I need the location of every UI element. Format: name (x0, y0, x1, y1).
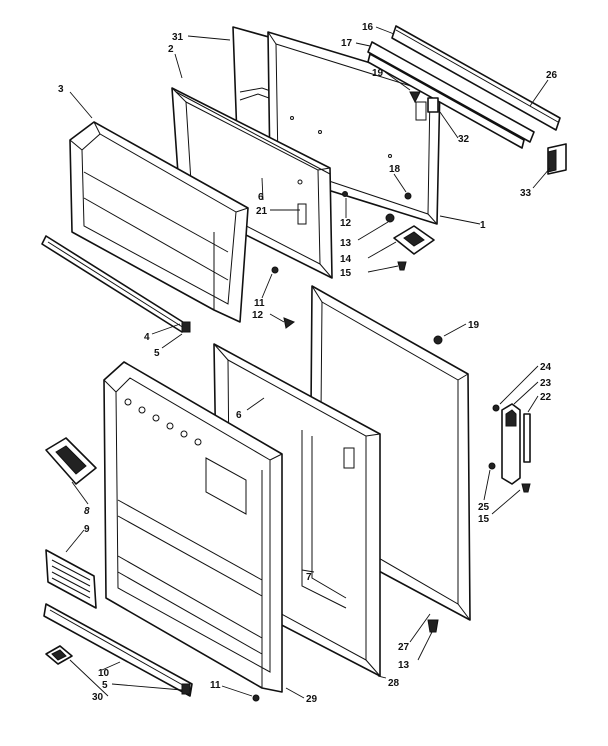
callout-6-lower: 6 (236, 410, 242, 421)
callout-11-lower: 11 (210, 680, 221, 691)
callout-31: 31 (172, 32, 184, 43)
callout-19-lower: 19 (468, 320, 480, 331)
part-18-screw (404, 192, 412, 200)
part-12-screw-mid (283, 317, 296, 329)
callout-labels: 31 2 3 16 17 19 26 32 18 33 1 6 21 12 13… (58, 22, 558, 705)
callout-12-mid: 12 (252, 310, 264, 321)
part-8-shelf-tray (45, 437, 97, 485)
part-33-end-cap (547, 143, 567, 175)
callout-17: 17 (341, 38, 353, 49)
callout-23: 23 (540, 378, 552, 389)
callout-7: 7 (306, 572, 312, 583)
callout-14: 14 (340, 254, 352, 265)
callout-19-upper: 19 (372, 68, 384, 79)
part-5-hinge-lower (181, 683, 191, 695)
callout-22: 22 (540, 392, 552, 403)
part-23-handle-bracket (501, 403, 521, 485)
callout-8: 8 (84, 506, 90, 517)
callout-30: 30 (92, 692, 104, 703)
part-32-bracket (427, 97, 439, 113)
callout-15-upper: 15 (340, 268, 352, 279)
callout-1: 1 (480, 220, 486, 231)
part-29-fresh-food-inner-panel (103, 361, 283, 693)
part-13-hinge-pin-lower (427, 619, 439, 633)
callout-3: 3 (58, 84, 64, 95)
part-9-grille-cover (45, 549, 97, 609)
callout-10: 10 (98, 668, 110, 679)
part-11-screw-upper (271, 266, 279, 274)
callout-2: 2 (168, 44, 174, 55)
part-15-screw-upper (397, 261, 407, 271)
part-25-screw (488, 462, 496, 470)
callout-26: 26 (546, 70, 558, 81)
part-11-screw-lower (252, 694, 260, 702)
callout-21: 21 (256, 206, 268, 217)
part-26-trim-strip (367, 25, 561, 149)
part-30-cap (45, 645, 73, 665)
part-22-handle (523, 413, 531, 463)
part-10-bottom-grille (43, 603, 193, 697)
part-14-hinge-block (393, 225, 435, 255)
part-12-screw-upper (342, 191, 348, 197)
callout-27: 27 (398, 642, 410, 653)
part-7-inner-liner-frame (301, 430, 347, 609)
part-5-hinge-upper (181, 321, 191, 333)
callout-13-upper: 13 (340, 238, 352, 249)
callout-13-lower: 13 (398, 660, 410, 671)
callout-11-upper: 11 (254, 298, 265, 309)
callout-25: 25 (478, 502, 490, 513)
callout-29: 29 (306, 694, 318, 705)
callout-9: 9 (84, 524, 90, 535)
callout-28: 28 (388, 678, 400, 689)
callout-15-lower: 15 (478, 514, 490, 525)
callout-6-upper: 6 (258, 192, 264, 203)
part-19-cap-lower (433, 335, 443, 345)
part-15-screw-lower (521, 483, 531, 493)
part-2-freezer-liner-frame (171, 87, 333, 279)
callout-4: 4 (144, 332, 150, 343)
callout-24: 24 (540, 362, 552, 373)
part-3-freezer-inner-panel (69, 121, 249, 323)
part-24-screw (492, 404, 500, 412)
callout-16: 16 (362, 22, 374, 33)
callout-18: 18 (389, 164, 401, 175)
callout-5-upper: 5 (154, 348, 160, 359)
callout-32: 32 (458, 134, 470, 145)
callout-5-lower: 5 (102, 680, 108, 691)
part-19-cap-upper (409, 91, 421, 104)
leader-lines (65, 26, 551, 699)
callout-12-upper: 12 (340, 218, 352, 229)
callout-33: 33 (520, 188, 532, 199)
part-13-hinge-pin-upper (385, 213, 395, 223)
